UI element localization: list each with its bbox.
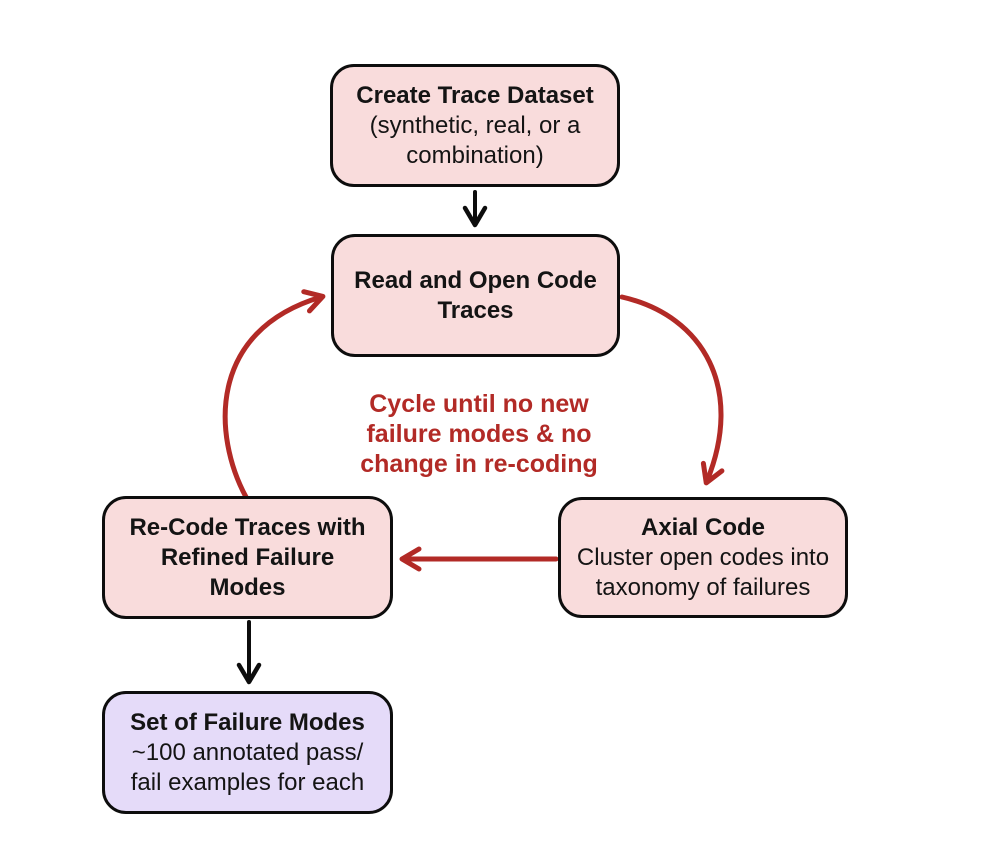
node-read-open-code-traces: Read and Open Code Traces <box>331 234 620 357</box>
node-axial-code: Axial Code Cluster open codes into taxon… <box>558 497 848 618</box>
node-title-line: Modes <box>209 573 286 601</box>
node-set-of-failure-modes: Set of Failure Modes ~100 annotated pass… <box>102 691 393 814</box>
node-title-line: Traces <box>437 296 514 324</box>
cycle-annotation-line: change in re-coding <box>360 450 598 478</box>
node-subtitle-line: Cluster open codes into <box>576 543 830 571</box>
node-title: Axial Code <box>640 513 766 541</box>
node-recode-traces: Re-Code Traces with Refined Failure Mode… <box>102 496 393 619</box>
node-create-trace-dataset: Create Trace Dataset (synthetic, real, o… <box>330 64 620 187</box>
node-subtitle-line: ~100 annotated pass/ <box>131 738 364 766</box>
cycle-annotation-line: failure modes & no <box>366 420 592 448</box>
node-subtitle-line: taxonomy of failures <box>595 573 811 601</box>
node-title: Set of Failure Modes <box>130 708 365 736</box>
node-subtitle-line: (synthetic, real, or a <box>369 111 581 139</box>
node-title-line: Read and Open Code <box>354 266 597 294</box>
node-subtitle-line: combination) <box>406 141 544 169</box>
node-title: Create Trace Dataset <box>356 81 594 109</box>
node-subtitle-line: fail examples for each <box>130 768 365 796</box>
node-title-line: Re-Code Traces with <box>129 513 366 541</box>
node-title-line: Refined Failure <box>160 543 335 571</box>
cycle-arrow-recode-to-read <box>222 289 326 500</box>
cycle-arrow-read-to-axial <box>619 294 725 486</box>
cycle-annotation: Cycle until no new failure modes & no ch… <box>338 389 620 479</box>
cycle-annotation-line: Cycle until no new <box>369 390 589 418</box>
